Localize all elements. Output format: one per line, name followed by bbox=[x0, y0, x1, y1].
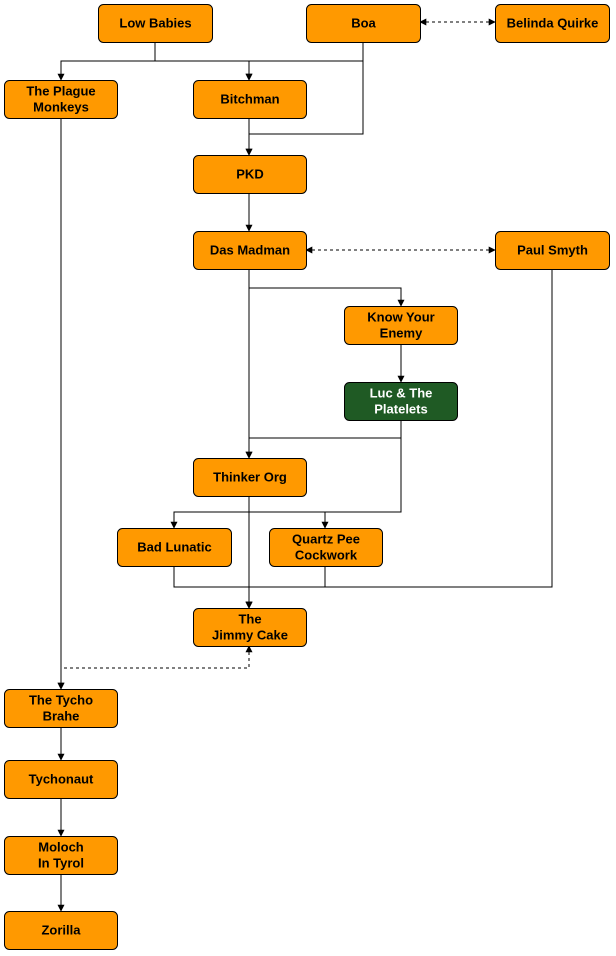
node-label: Monkeys bbox=[33, 100, 89, 115]
node-box bbox=[193, 155, 307, 194]
node-label: Know Your bbox=[367, 310, 434, 325]
node-tychonaut: Tychonaut bbox=[4, 760, 118, 799]
node-boa: Boa bbox=[306, 4, 421, 43]
node-box bbox=[4, 80, 118, 119]
node-box bbox=[193, 458, 307, 497]
node-label: The Tycho bbox=[29, 693, 93, 708]
node-box bbox=[4, 911, 118, 950]
node-label: PKD bbox=[236, 167, 263, 182]
edge-paul-smyth-to-the-jimmy-cake bbox=[245, 269, 553, 609]
node-label: Enemy bbox=[380, 326, 423, 341]
connector-lines bbox=[57, 18, 553, 912]
edge-boa-to-bitchman bbox=[245, 42, 364, 81]
edge-low-babies-to-bitchman bbox=[154, 42, 253, 81]
node-label: Boa bbox=[351, 16, 376, 31]
node-box bbox=[193, 608, 307, 647]
node-label: Das Madman bbox=[210, 243, 290, 258]
node-label: Platelets bbox=[374, 402, 427, 417]
node-das-madman: Das Madman bbox=[193, 231, 307, 270]
node-label: Cockwork bbox=[295, 548, 358, 563]
node-box bbox=[98, 4, 213, 43]
edge-the-jimmy-cake-to-the-tycho-brahe bbox=[57, 645, 253, 690]
node-label: Jimmy Cake bbox=[212, 628, 288, 643]
node-label: Thinker Org bbox=[213, 470, 287, 485]
node-box bbox=[269, 528, 383, 567]
node-label: Tychonaut bbox=[29, 772, 94, 787]
node-label: The bbox=[238, 612, 261, 627]
node-label: Brahe bbox=[43, 709, 80, 724]
node-label: Belinda Quirke bbox=[507, 16, 599, 31]
node-box bbox=[193, 231, 307, 270]
edge-luc-and-the-platelets-to-thinker-org bbox=[245, 420, 402, 459]
node-label: Zorilla bbox=[41, 923, 81, 938]
node-label: Low Babies bbox=[119, 16, 191, 31]
node-box bbox=[4, 836, 118, 875]
edge-das-madman-to-know-your-enemy bbox=[248, 269, 405, 307]
node-box bbox=[306, 4, 421, 43]
node-thinker-org: Thinker Org bbox=[193, 458, 307, 497]
node-box bbox=[193, 80, 307, 119]
node-label: Paul Smyth bbox=[517, 243, 588, 258]
node-paul-smyth: Paul Smyth bbox=[495, 231, 610, 270]
node-label: Moloch bbox=[38, 840, 84, 855]
node-box bbox=[495, 4, 610, 43]
node-label: In Tyrol bbox=[38, 856, 84, 871]
edge-bad-lunatic-to-the-jimmy-cake bbox=[173, 566, 253, 609]
node-box bbox=[4, 760, 118, 799]
node-box bbox=[4, 689, 118, 728]
node-belinda-quirke: Belinda Quirke bbox=[495, 4, 610, 43]
edge-low-babies-to-the-plague-monkeys bbox=[57, 42, 156, 81]
node-pkd: PKD bbox=[193, 155, 307, 194]
node-label: Bitchman bbox=[220, 92, 279, 107]
node-zorilla: Zorilla bbox=[4, 911, 118, 950]
node-label: Quartz Pee bbox=[292, 532, 360, 547]
node-bitchman: Bitchman bbox=[193, 80, 307, 119]
node-label: Luc & The bbox=[370, 386, 433, 401]
node-label: The Plague bbox=[26, 84, 95, 99]
node-label: Bad Lunatic bbox=[137, 540, 211, 555]
node-box bbox=[117, 528, 232, 567]
node-box bbox=[344, 382, 458, 421]
node-box bbox=[344, 306, 458, 345]
node-bad-lunatic: Bad Lunatic bbox=[117, 528, 232, 567]
node-box bbox=[495, 231, 610, 270]
node-low-babies: Low Babies bbox=[98, 4, 213, 43]
edge-luc-and-the-platelets-to-quartz-pee-cockwork bbox=[321, 420, 402, 529]
